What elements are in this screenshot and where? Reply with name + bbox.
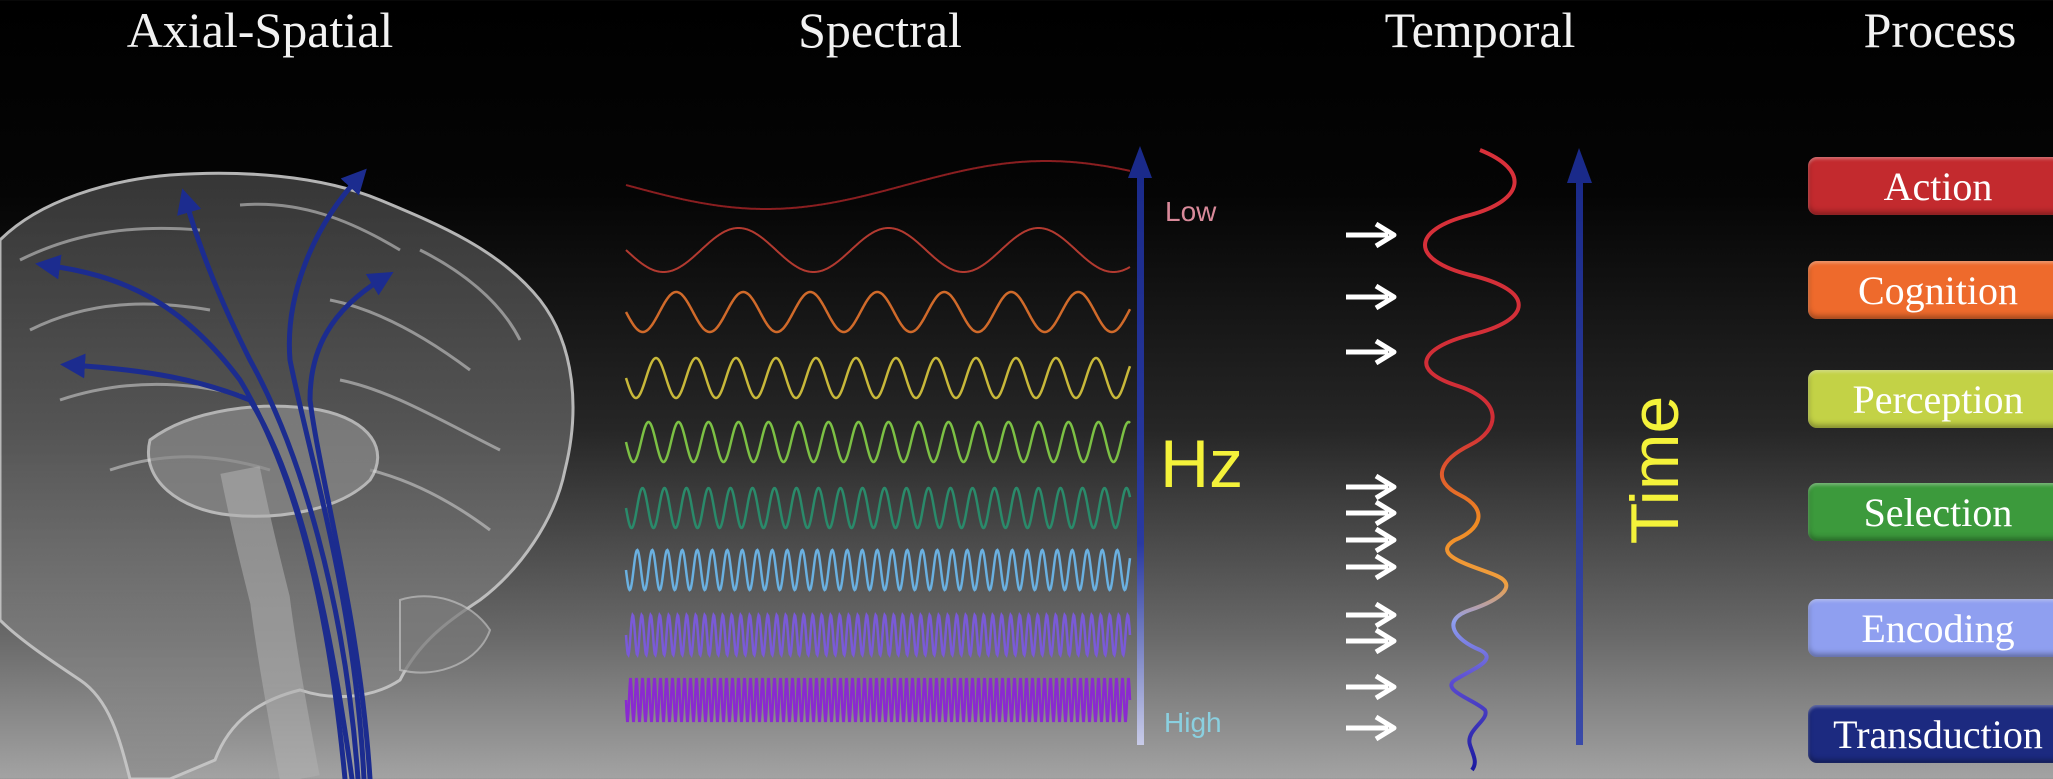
spectral-wave: [624, 420, 1131, 464]
spectral-wave: [624, 486, 1132, 530]
time-axis-label: Time: [1617, 395, 1693, 545]
spectral-wave: [624, 611, 1132, 659]
spectral-wave: [624, 548, 1132, 592]
title-spectral: Spectral: [798, 2, 962, 58]
process-button-cognition[interactable]: Cognition: [1808, 261, 2053, 319]
spectral-wave: [624, 677, 1132, 723]
process-button-perception[interactable]: Perception: [1808, 370, 2053, 428]
spectral-wave: [625, 227, 1131, 273]
process-button-transduction[interactable]: Transduction: [1808, 705, 2053, 763]
process-button-encoding[interactable]: Encoding: [1808, 599, 2053, 657]
spectral-wave: [624, 290, 1132, 334]
hz-axis-label: Hz: [1160, 426, 1244, 502]
arrow-right-icon: [1346, 338, 1397, 366]
low-label: Low: [1165, 196, 1217, 227]
title-axial-spatial: Axial-Spatial: [126, 2, 394, 58]
arrow-right-icon: [1346, 473, 1397, 501]
process-button-selection[interactable]: Selection: [1808, 483, 2053, 541]
arrow-right-icon: [1346, 526, 1397, 554]
arrow-right-icon: [1346, 553, 1397, 581]
title-temporal: Temporal: [1384, 2, 1576, 58]
arrow-right-icon: [1346, 283, 1397, 311]
title-process: Process: [1863, 2, 2017, 58]
arrow-right-icon: [1346, 627, 1397, 655]
spectral-wave: [625, 160, 1131, 210]
arrow-up-icon: [1567, 148, 1592, 183]
arrow-right-icon: [1346, 601, 1397, 629]
axial-arrows: [35, 168, 394, 779]
process-button-action[interactable]: Action: [1808, 157, 2053, 215]
arrow-right-icon: [1346, 499, 1397, 527]
arrow-right-icon: [1346, 673, 1397, 701]
arrow-right-icon: [1346, 221, 1397, 249]
arrow-right-icon: [1346, 714, 1397, 742]
spectral-wave: [624, 356, 1132, 400]
arrow-up-icon: [1128, 146, 1152, 178]
high-label: High: [1164, 707, 1222, 738]
event-arrows: [1346, 221, 1397, 742]
